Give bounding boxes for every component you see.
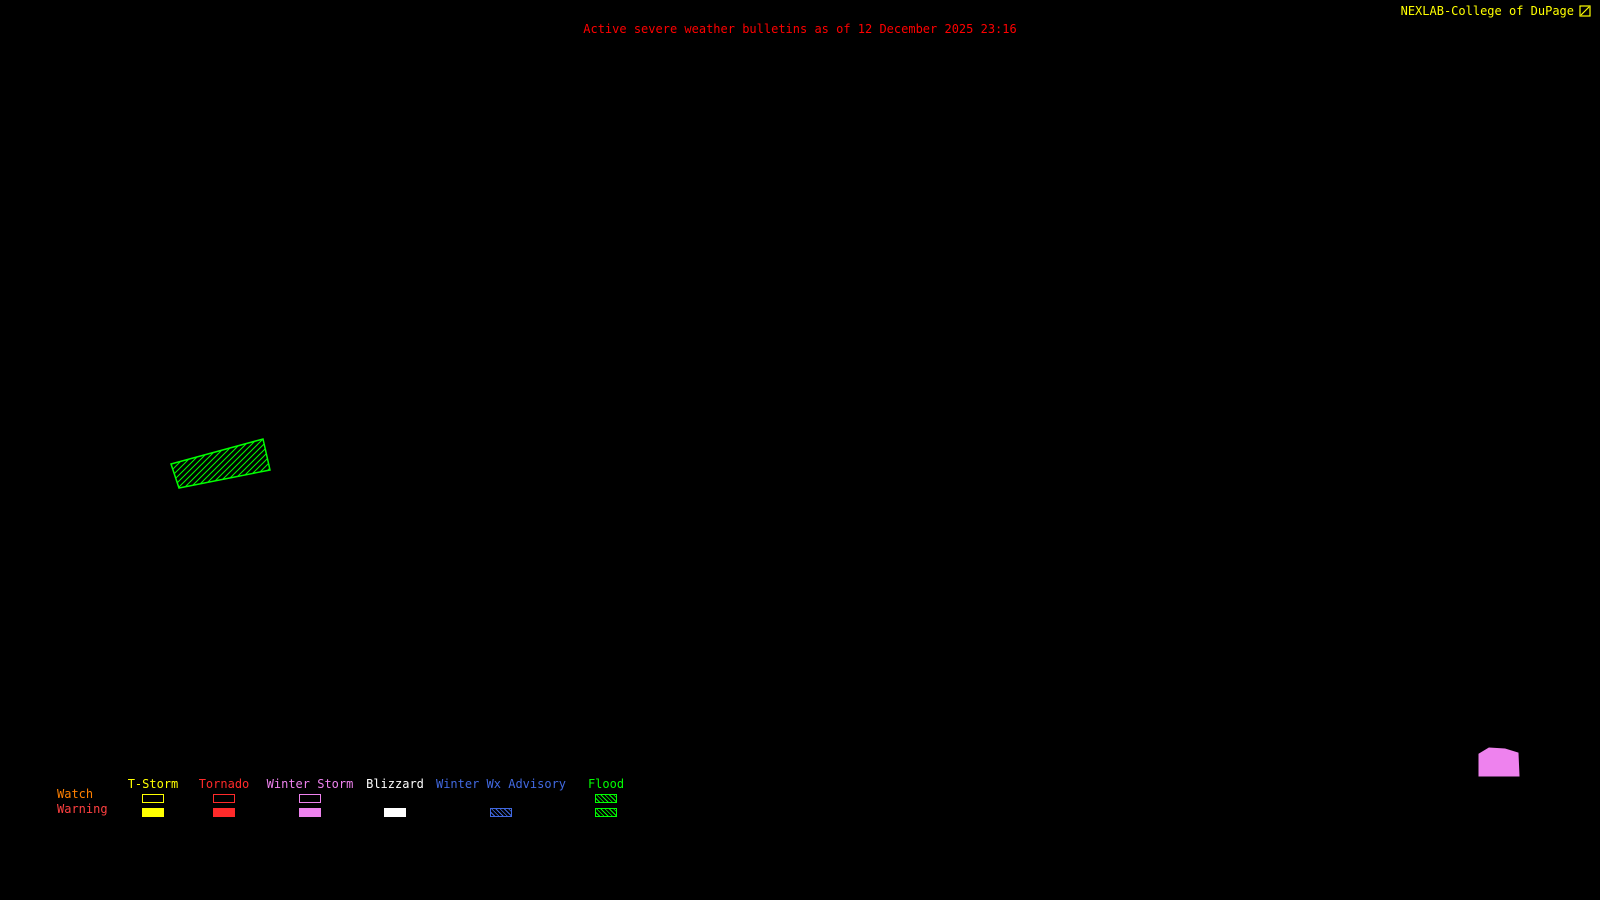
winter-storm-warning-polygon: [1478, 747, 1520, 777]
source-credit: NEXLAB-College of DuPage: [1400, 4, 1574, 18]
bulletin-title: Active severe weather bulletins as of 12…: [583, 22, 1017, 36]
flood-watch-polygon: [170, 438, 271, 489]
cod-logo-icon: [1579, 5, 1591, 17]
